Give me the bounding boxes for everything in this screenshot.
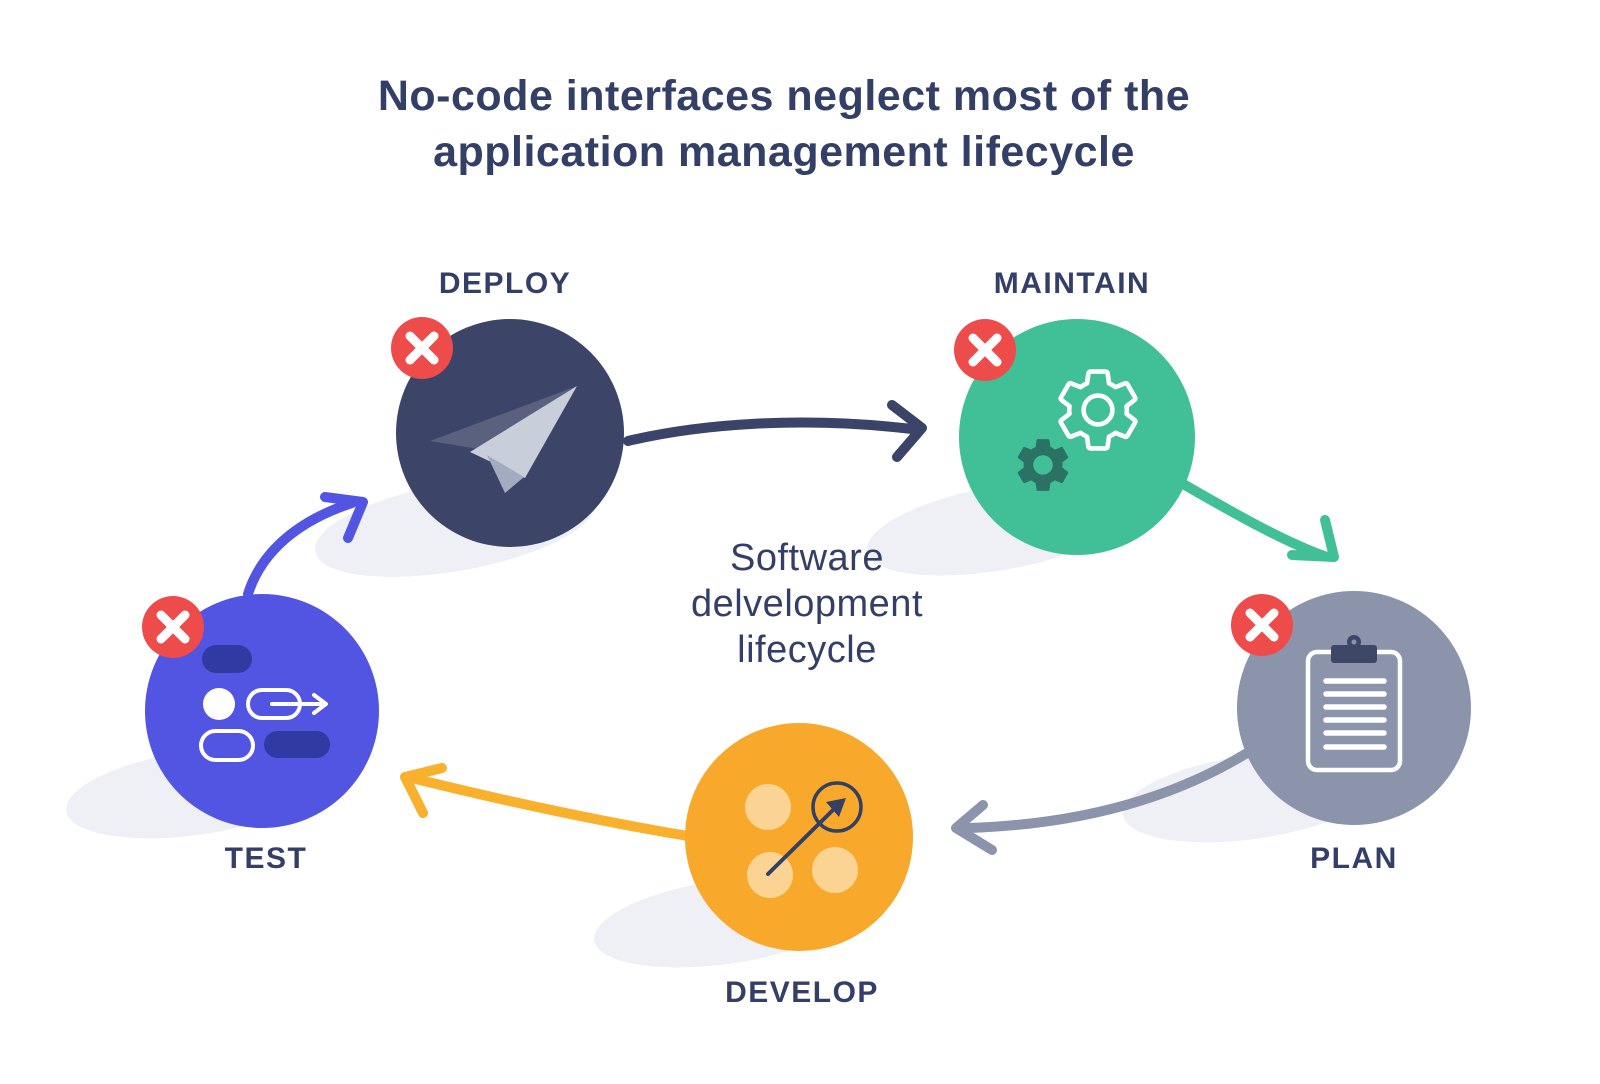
develop-dot (812, 847, 858, 893)
center-caption-line1: Software (730, 537, 884, 579)
flowchart-pill-solid (264, 731, 330, 758)
arrow-deploy-to-maintain (623, 417, 917, 446)
page-title: No-code interfaces neglect most of the a… (378, 72, 1190, 176)
paper-plane-icon (430, 386, 577, 493)
gear-solid-icon (1017, 439, 1069, 491)
center-caption: Software delvelopment lifecycle (691, 537, 923, 671)
clipboard-knob-hole (1351, 639, 1357, 645)
excluded-x-badge (142, 596, 204, 658)
gears-icon (1017, 369, 1138, 491)
develop-ring (811, 781, 863, 833)
x-icon (1245, 608, 1279, 642)
maintain-circle (959, 319, 1195, 555)
cycle-arrows (243, 400, 1339, 855)
clipboard-icon (1305, 635, 1403, 773)
develop-dot (745, 784, 791, 830)
deploy-label: DEPLOY (439, 267, 571, 300)
paper-plane-keel (487, 455, 524, 493)
arrow-test-to-deploy-head (320, 492, 368, 543)
page-title-line1: No-code interfaces neglect most of the (378, 72, 1190, 120)
excluded-x-badge (954, 319, 1016, 381)
flowchart-arrow-head (312, 693, 328, 715)
plan-label: PLAN (1310, 842, 1398, 875)
test-circle (145, 594, 379, 828)
test-label: TEST (225, 842, 308, 875)
flowchart-node-dot (203, 688, 235, 720)
arrow-plan-to-develop (963, 748, 1252, 833)
arrow-maintain-to-plan-head (1287, 515, 1339, 562)
vector-arrow-icon (745, 781, 863, 898)
page-title-line2: application management lifecycle (433, 128, 1135, 176)
flowchart-pill-outline (199, 729, 255, 762)
paper-plane-body (470, 386, 577, 478)
develop-label: DEVELOP (725, 976, 879, 1009)
node-plan: PLAN (1231, 591, 1471, 875)
arrow-deploy-to-maintain-head (887, 400, 927, 462)
x-icon (405, 331, 439, 365)
node-maintain: MAINTAIN (954, 267, 1195, 555)
arrow-plan-to-develop-head (951, 800, 997, 855)
flowchart-icon (199, 645, 330, 762)
arrow-maintain-to-plan (1173, 476, 1329, 561)
arrow-develop-to-test-head (400, 763, 447, 818)
center-caption-line2: delvelopment (691, 583, 923, 625)
develop-arrow-shaft (766, 808, 835, 876)
flowchart-pill-solid (202, 645, 252, 673)
x-icon (156, 610, 190, 644)
arrow-test-to-deploy (243, 498, 357, 599)
develop-circle (685, 723, 913, 951)
node-develop: DEVELOP (685, 723, 913, 1009)
arrow-develop-to-test (411, 774, 705, 843)
node-deploy: DEPLOY (391, 267, 624, 547)
develop-arrow-head (826, 798, 846, 817)
clipboard-clip (1331, 645, 1377, 663)
excluded-x-badge (1231, 594, 1293, 656)
paper-plane-back-wing (430, 386, 577, 452)
gear-outline-icon (1058, 369, 1138, 451)
excluded-x-badge (391, 317, 453, 379)
center-caption-line3: lifecycle (737, 629, 877, 671)
node-test: TEST (142, 594, 379, 875)
x-icon (968, 333, 1002, 367)
maintain-label: MAINTAIN (994, 267, 1150, 300)
